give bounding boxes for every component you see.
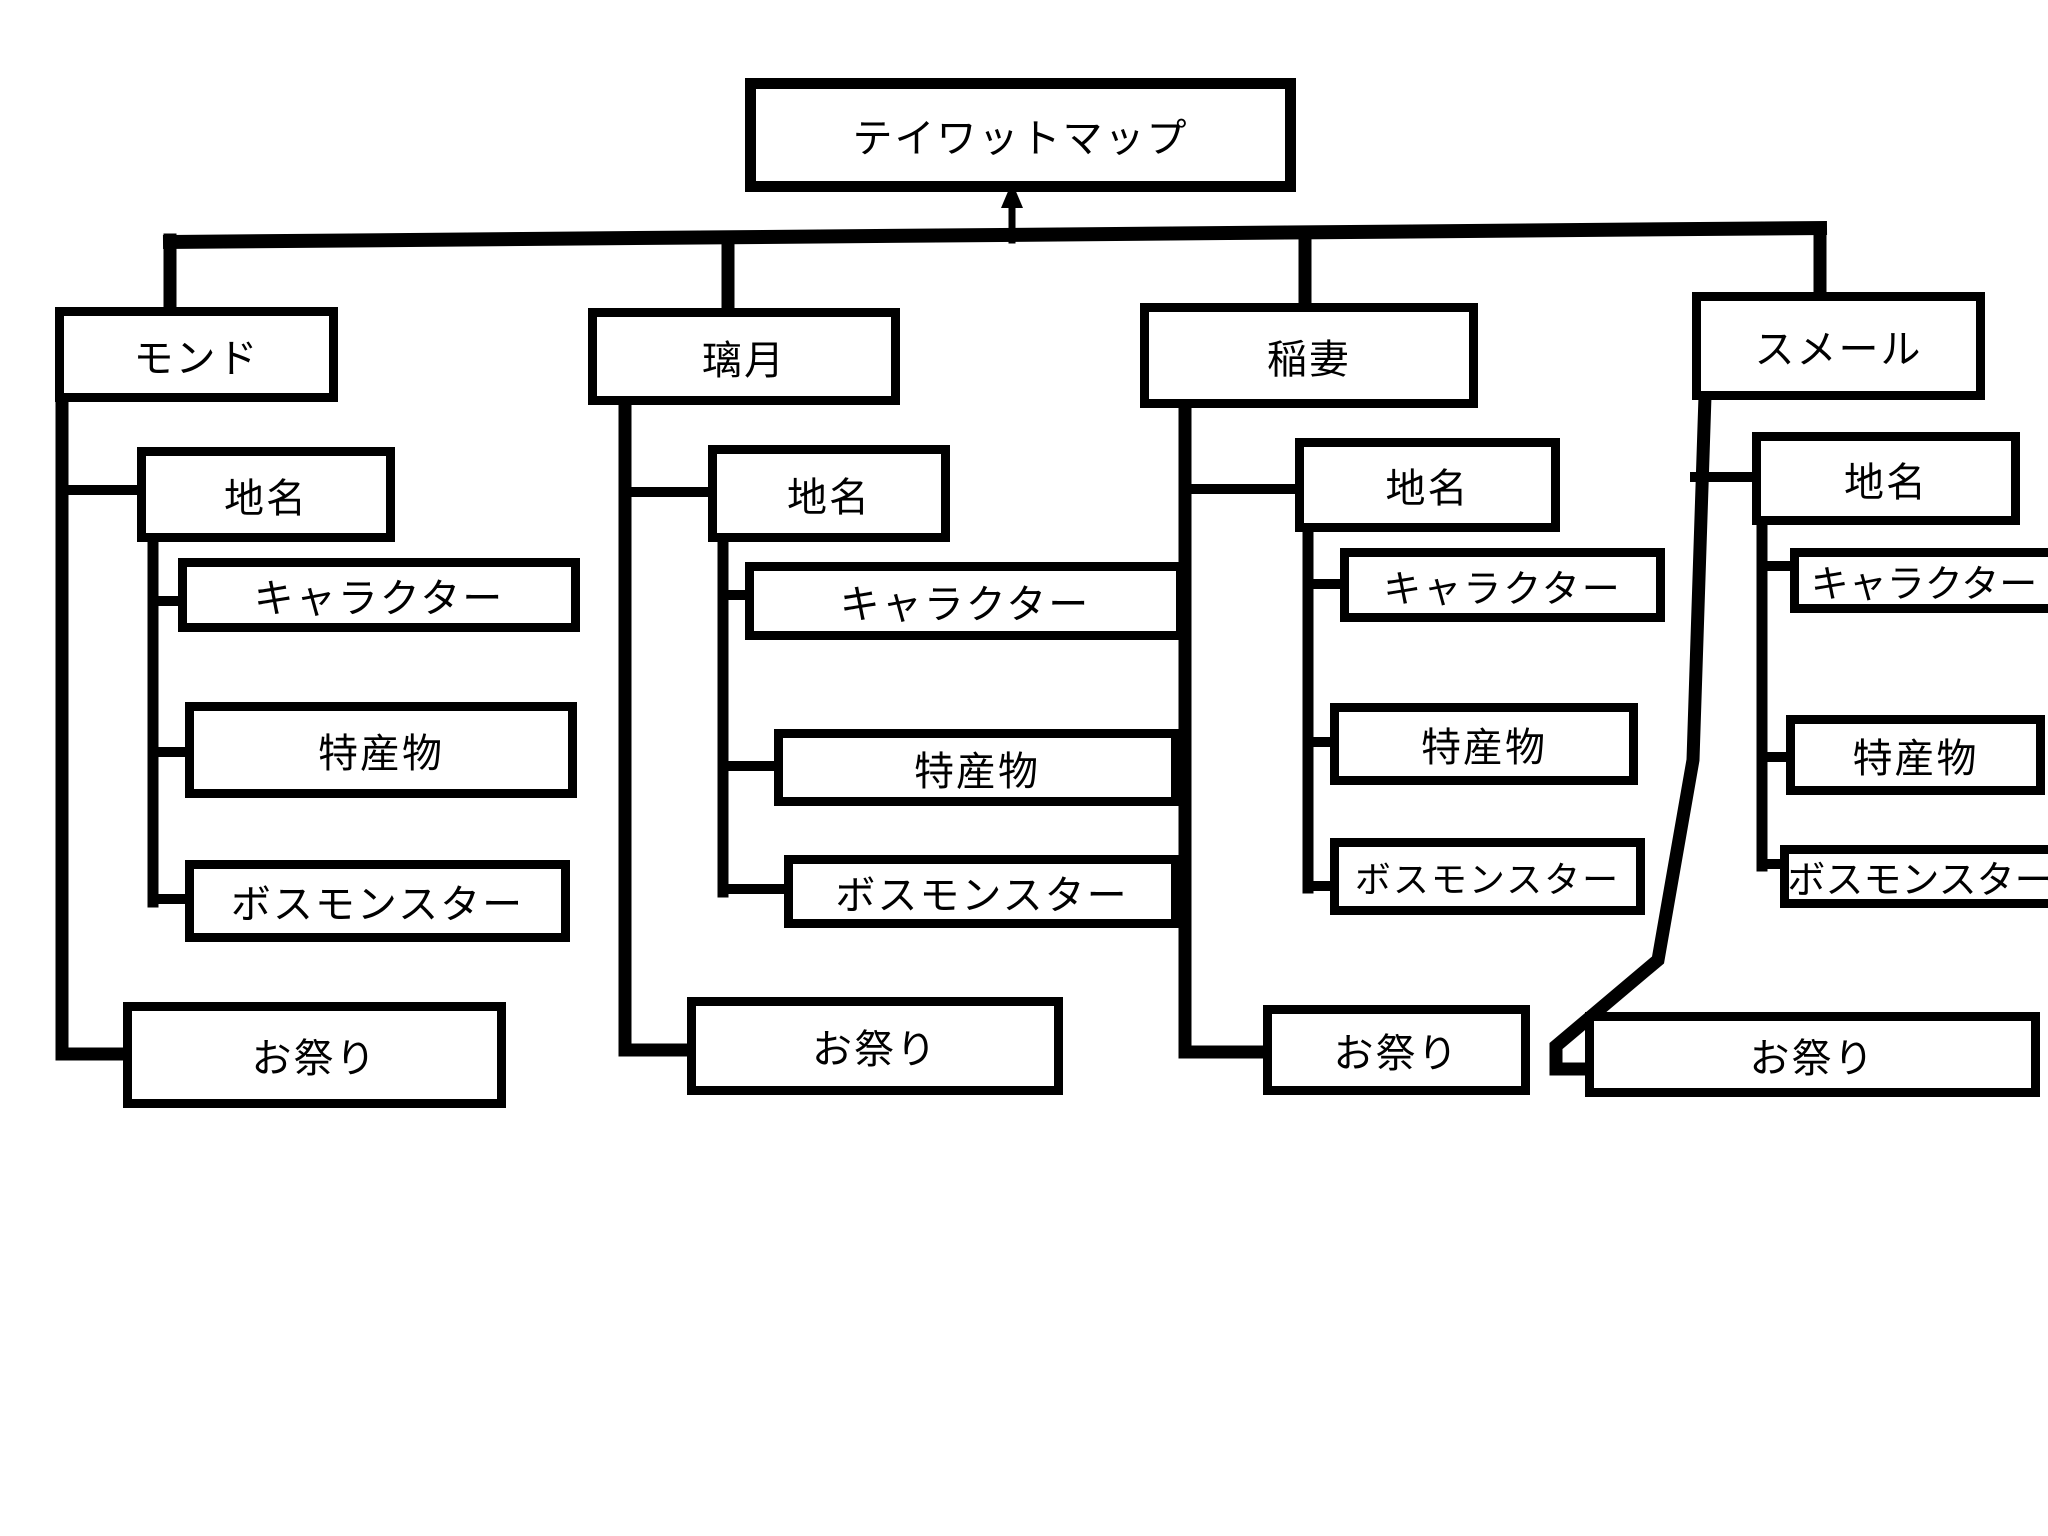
node-mondstadt-specialties: 特産物 bbox=[185, 702, 577, 798]
node-inazuma: 稲妻 bbox=[1140, 303, 1478, 408]
connector-root-arrowhead bbox=[1001, 182, 1023, 208]
node-inazuma-specialties: 特産物 bbox=[1330, 703, 1638, 785]
node-sumeru-specialties: 特産物 bbox=[1786, 715, 2045, 795]
trunk-mondstadt bbox=[55, 391, 133, 1061]
connector-bus bbox=[162, 220, 1828, 250]
node-root-teyvat-map: テイワットマップ bbox=[745, 78, 1296, 192]
node-mondstadt-festivals: お祭り bbox=[123, 1002, 506, 1108]
trunk-liyue bbox=[618, 394, 697, 1057]
node-liyue-specialties: 特産物 bbox=[774, 729, 1180, 806]
node-mondstadt-place-names: 地名 bbox=[137, 447, 395, 542]
node-sumeru-festivals: お祭り bbox=[1585, 1012, 2040, 1097]
node-liyue-characters: キャラクター bbox=[745, 562, 1185, 640]
node-mondstadt-boss-monsters: ボスモンスター bbox=[185, 860, 570, 942]
node-sumeru: スメール bbox=[1692, 292, 1985, 400]
node-inazuma-characters: キャラクター bbox=[1340, 548, 1665, 622]
trunk-sumeru bbox=[1549, 389, 1712, 1076]
node-liyue-festivals: お祭り bbox=[687, 997, 1063, 1095]
node-mondstadt-characters: キャラクター bbox=[178, 558, 580, 632]
node-liyue-boss-monsters: ボスモンスター bbox=[784, 855, 1180, 928]
node-liyue: 璃月 bbox=[588, 308, 900, 405]
node-sumeru-place-names: 地名 bbox=[1752, 432, 2020, 525]
node-liyue-place-names: 地名 bbox=[708, 445, 950, 542]
node-mondstadt: モンド bbox=[55, 307, 338, 402]
node-sumeru-characters: キャラクター bbox=[1790, 548, 2048, 613]
node-sumeru-boss-monsters: ボスモンスター bbox=[1780, 845, 2048, 908]
trunk-inazuma bbox=[1178, 397, 1273, 1059]
node-inazuma-place-names: 地名 bbox=[1295, 438, 1560, 532]
node-inazuma-boss-monsters: ボスモンスター bbox=[1330, 838, 1645, 915]
node-inazuma-festivals: お祭り bbox=[1263, 1005, 1530, 1095]
